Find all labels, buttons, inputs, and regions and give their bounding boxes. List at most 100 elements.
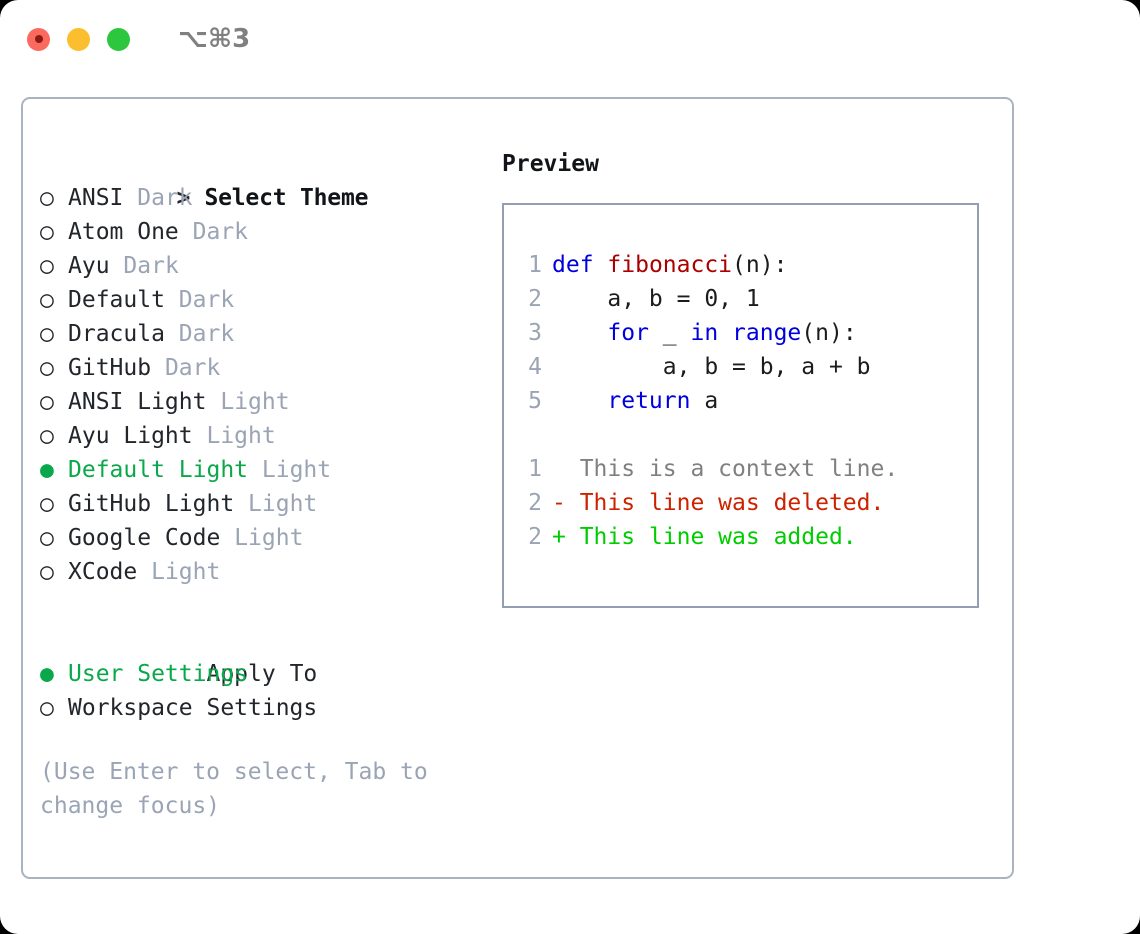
radio-unselected-icon[interactable]: ○ <box>40 491 54 517</box>
theme-list-item[interactable]: ○Ayu Light Light <box>40 419 493 453</box>
code-line-number: 4 <box>528 354 542 380</box>
apply-to-header: Apply To <box>40 623 493 687</box>
theme-variant-tag: Light <box>248 491 318 517</box>
theme-name-label: Default <box>68 287 165 313</box>
theme-name-label: GitHub Light <box>68 491 235 517</box>
radio-unselected-icon[interactable]: ○ <box>40 253 54 279</box>
radio-unselected-icon[interactable]: ○ <box>40 185 54 211</box>
code-line-number: 1 <box>528 252 542 278</box>
theme-list-item[interactable]: ○ GitHub Light Light <box>40 487 493 521</box>
code-line-number: 5 <box>528 388 542 414</box>
theme-name-tag-gap <box>220 525 234 551</box>
code-token: _ <box>648 320 691 346</box>
apply-to-header-label: Apply To <box>206 661 318 687</box>
radio-unselected-icon[interactable]: ○ <box>40 423 54 449</box>
section-spacer <box>40 589 493 623</box>
radio-selected-icon[interactable]: ● <box>40 457 54 483</box>
code-token: (n): <box>732 252 788 278</box>
code-token: in <box>690 320 719 346</box>
theme-variant-tag: Light <box>206 423 276 449</box>
code-token: def <box>552 252 594 278</box>
code-line: 4 a, b = b, a + b <box>520 350 977 384</box>
diff-sign: - <box>552 490 566 516</box>
theme-list-item[interactable]: ○ Dracula Dark <box>40 317 493 351</box>
radio-unselected-icon[interactable]: ○ <box>40 321 54 347</box>
radio-unselected-icon[interactable]: ○ <box>40 525 54 551</box>
main-panel: > Select Theme ○ANSI Dark○Atom One Dark○… <box>21 97 1014 879</box>
apply-to-list: ● User Settings ○ Workspace Settings <box>40 657 493 725</box>
minimize-window-icon[interactable] <box>67 27 90 51</box>
theme-list-item[interactable]: ○Default Dark <box>40 283 493 317</box>
radio-unselected-icon[interactable]: ○ <box>40 355 54 381</box>
theme-list-item[interactable]: ○GitHub Dark <box>40 351 493 385</box>
focus-caret-icon: > <box>176 185 204 211</box>
theme-name-label: Atom One <box>68 219 179 245</box>
theme-list-item[interactable]: ○Ayu Dark <box>40 249 493 283</box>
theme-list-item[interactable]: ○Google Code Light <box>40 521 493 555</box>
theme-name-label: Google Code <box>68 525 221 551</box>
diff-sample: 1 This is a context line.2- This line wa… <box>520 452 977 554</box>
select-theme-header-label: Select Theme <box>204 185 369 211</box>
code-token: for <box>607 320 649 346</box>
radio-unselected-icon[interactable]: ○ <box>40 287 54 313</box>
diff-line: 2+ This line was added. <box>520 520 977 554</box>
code-line: 3 for _ in range(n): <box>520 316 977 350</box>
code-line: 5 return a <box>520 384 977 418</box>
theme-variant-tag: Light <box>151 559 221 585</box>
close-window-icon[interactable] <box>27 27 50 51</box>
theme-name-tag-gap <box>165 287 179 313</box>
code-diff-spacer <box>520 418 977 452</box>
keyboard-hint-text: (Use Enter to select, Tab to change focu… <box>40 759 442 819</box>
code-token <box>552 320 607 346</box>
diff-line-number: 2 <box>528 490 542 516</box>
title-bar: ⌥⌘3 <box>0 0 1140 78</box>
theme-list: ○ANSI Dark○Atom One Dark○Ayu Dark○Defaul… <box>40 181 493 589</box>
code-token: a, b = 0, 1 <box>552 286 760 312</box>
apply-to-item[interactable]: ● User Settings <box>40 657 493 691</box>
theme-list-item[interactable]: ○ANSI Dark <box>40 181 493 215</box>
code-token <box>552 388 607 414</box>
theme-list-item[interactable]: ○XCode Light <box>40 555 493 589</box>
theme-variant-tag: Dark <box>178 321 235 347</box>
radio-selected-icon[interactable]: ● <box>40 661 54 687</box>
theme-name-tag-gap <box>206 389 220 415</box>
code-line-number: 3 <box>528 320 542 346</box>
theme-name-tag-gap <box>234 491 248 517</box>
theme-name-label: ANSI Light <box>68 389 207 415</box>
diff-text: This line was added. <box>565 524 857 550</box>
theme-name-label: Default Light <box>68 457 249 483</box>
radio-unselected-icon[interactable]: ○ <box>40 389 54 415</box>
diff-sign <box>552 456 566 482</box>
radio-unselected-icon[interactable]: ○ <box>40 219 54 245</box>
zoom-window-icon[interactable] <box>107 27 130 51</box>
diff-line: 1 This is a context line. <box>520 452 977 486</box>
theme-variant-tag: Light <box>220 389 290 415</box>
code-token <box>594 252 608 278</box>
theme-name-label: Dracula <box>68 321 165 347</box>
radio-unselected-icon[interactable]: ○ <box>40 695 54 721</box>
diff-text: This is a context line. <box>565 456 899 482</box>
apply-to-label: User Settings <box>68 661 249 687</box>
theme-variant-tag: Dark <box>164 355 221 381</box>
apply-to-item[interactable]: ○ Workspace Settings <box>40 691 493 725</box>
theme-list-item[interactable]: ○Atom One Dark <box>40 215 493 249</box>
code-line: 2 a, b = 0, 1 <box>520 282 977 316</box>
theme-variant-tag: Light <box>261 457 332 483</box>
diff-line: 2- This line was deleted. <box>520 486 977 520</box>
code-token: return <box>607 388 691 414</box>
theme-list-item[interactable]: ● Default Light Light <box>40 453 493 487</box>
apply-to-label: Workspace Settings <box>68 695 318 721</box>
code-line-number: 2 <box>528 286 542 312</box>
code-token: (n): <box>801 320 857 346</box>
theme-variant-tag: Dark <box>123 253 179 279</box>
radio-unselected-icon[interactable]: ○ <box>40 559 54 585</box>
window-controls <box>27 27 130 51</box>
diff-sign: + <box>552 524 566 550</box>
theme-name-tag-gap <box>179 219 193 245</box>
theme-list-item[interactable]: ○ ANSI Light Light <box>40 385 493 419</box>
code-token: a <box>690 388 719 414</box>
